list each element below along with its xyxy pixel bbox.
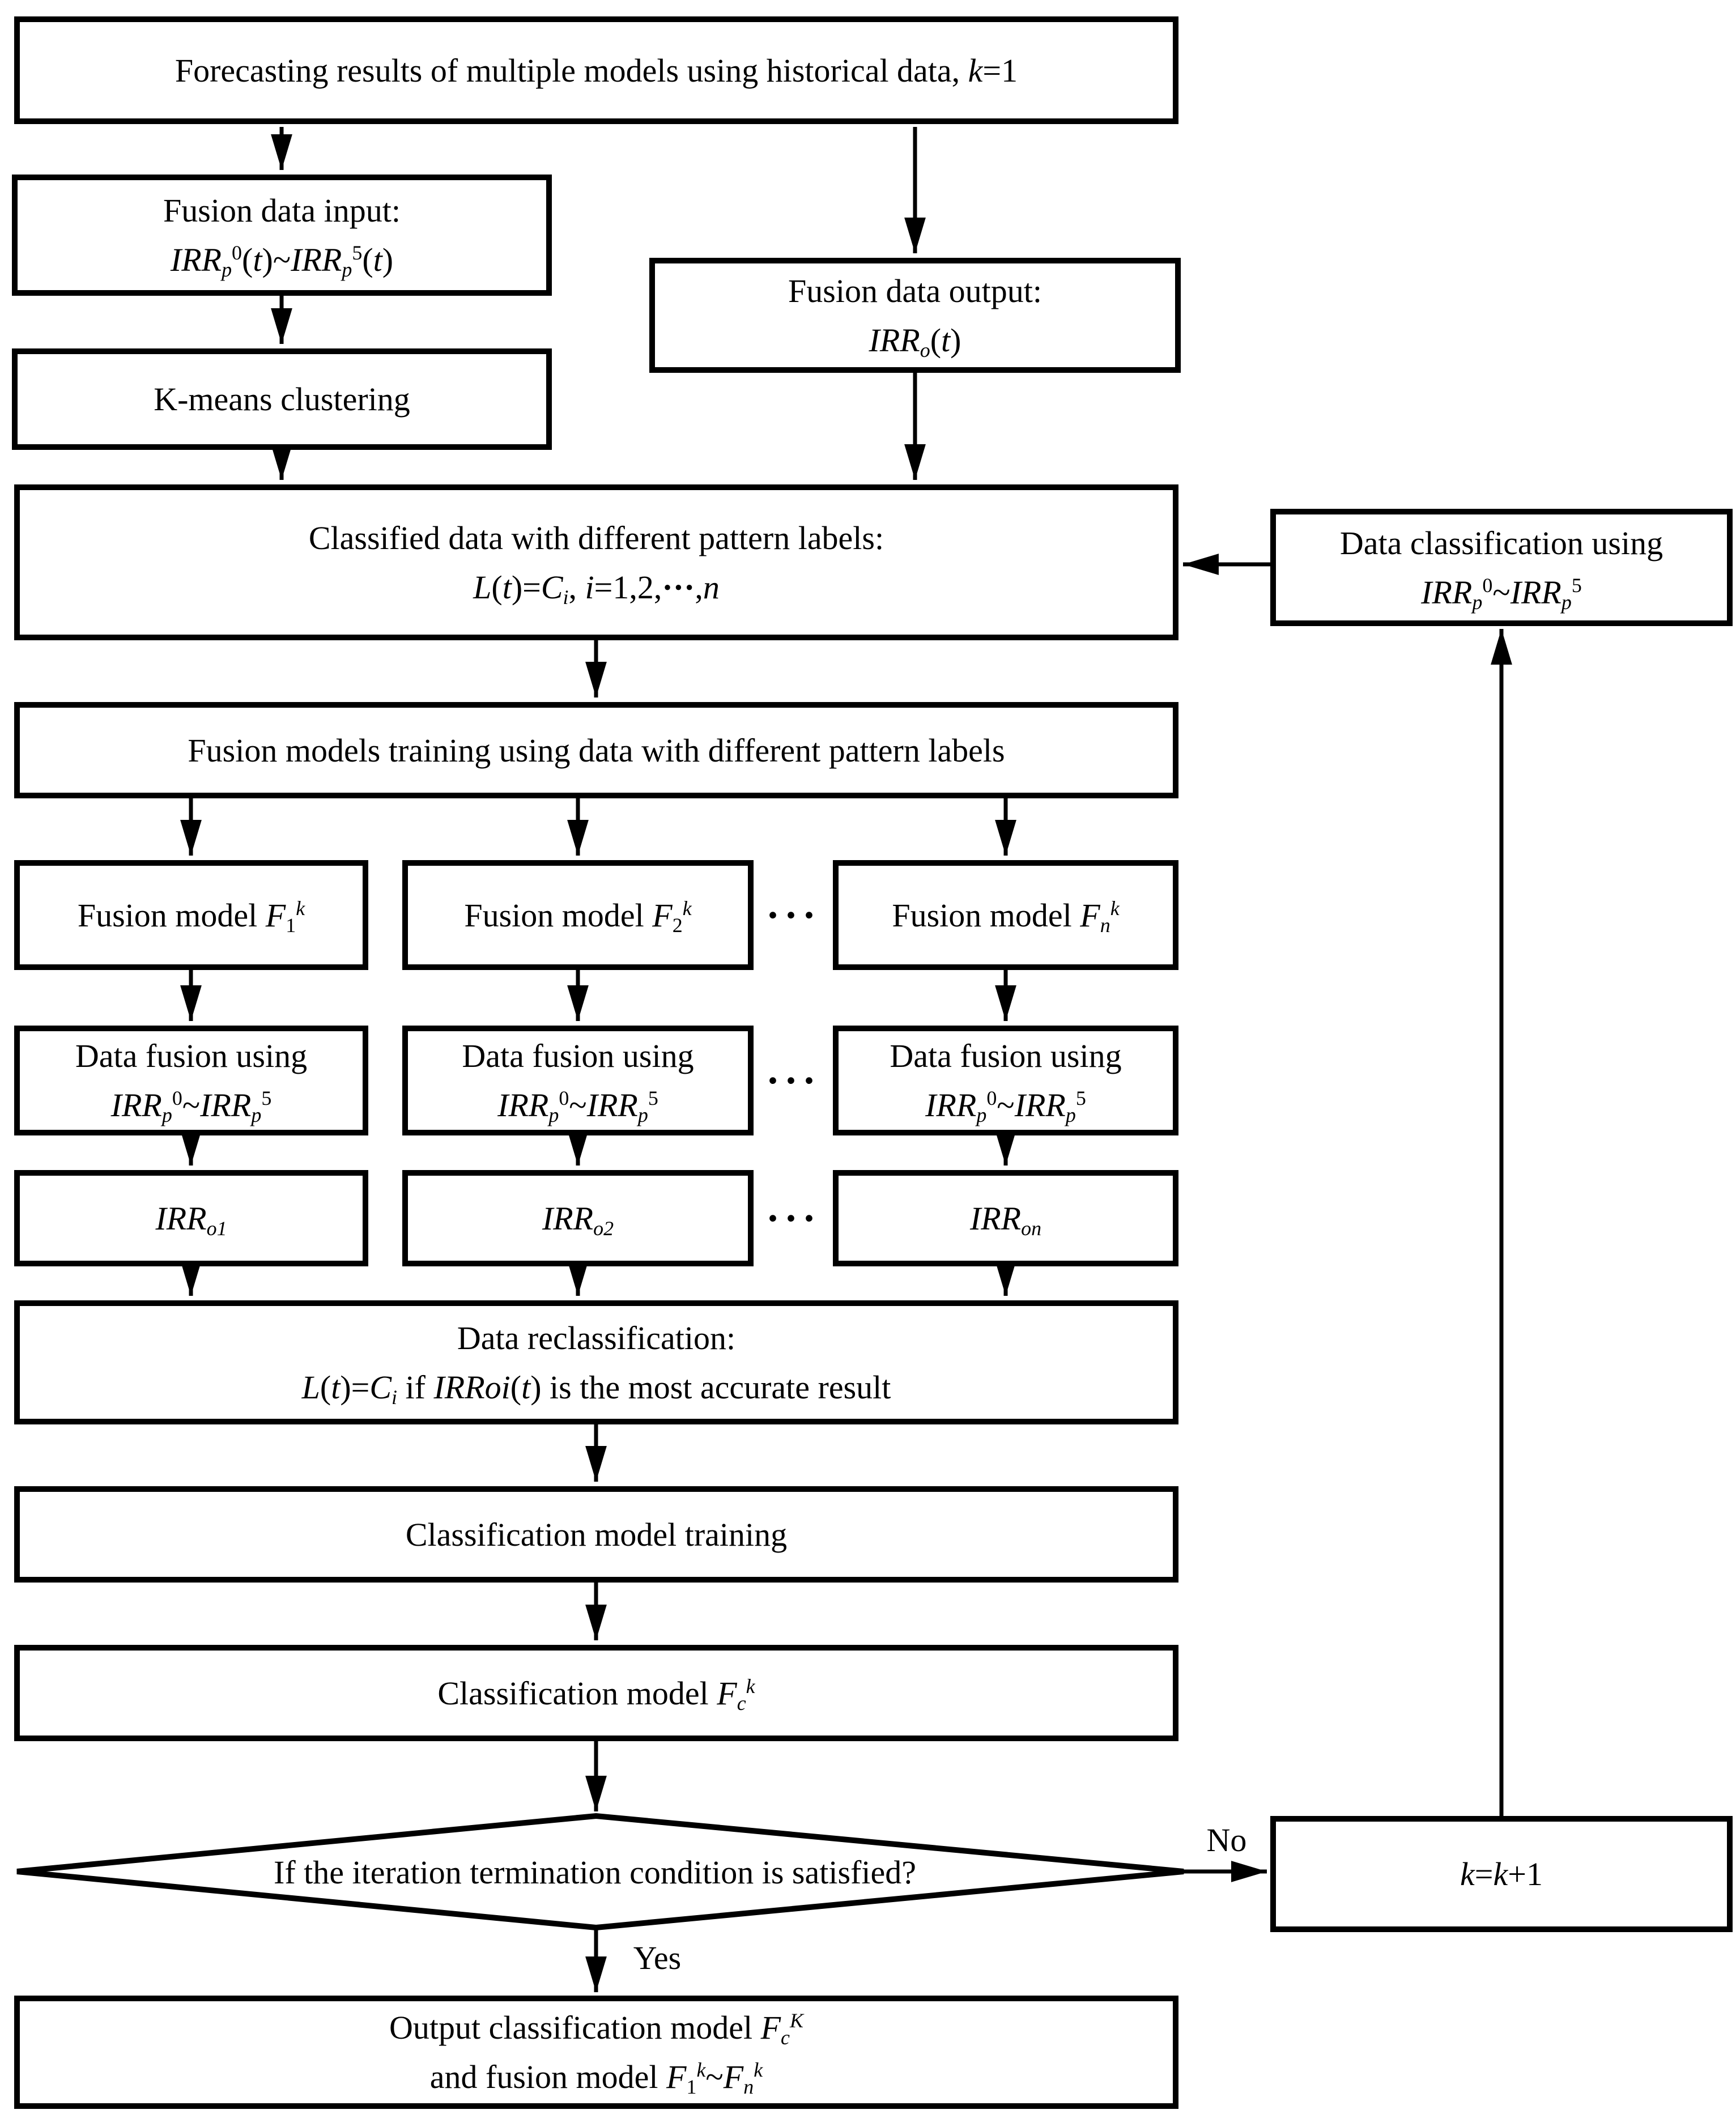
decision-diamond-shape	[16, 1813, 1184, 1931]
node-data-fusion-2-line-2: IRRp0~IRRp5	[497, 1087, 658, 1127]
node-data-reclassification-line-2: L(t)=Ci if IRRoi(t) is the most accurate…	[301, 1368, 891, 1409]
node-irr-on-text: IRRon	[969, 1200, 1042, 1240]
node-irr-on: IRRon	[833, 1170, 1178, 1266]
node-fusion-data-input: Fusion data input: IRRp0(t)~IRRp5(t)	[12, 175, 552, 296]
node-fusion-data-output-line-1: Fusion data output:	[788, 272, 1042, 309]
node-irr-o2: IRRo2	[402, 1170, 754, 1266]
label-no: No	[1206, 1821, 1247, 1858]
node-classification-model-training-text: Classification model training	[405, 1516, 788, 1553]
node-data-fusion-2: Data fusion using IRRp0~IRRp5	[402, 1026, 754, 1135]
node-fusion-data-input-line-2: IRRp0(t)~IRRp5(t)	[170, 241, 394, 282]
node-forecasting: Forecasting results of multiple models u…	[14, 16, 1178, 124]
node-data-fusion-n: Data fusion using IRRp0~IRRp5	[833, 1026, 1178, 1135]
node-classification-model-training: Classification model training	[14, 1486, 1178, 1583]
node-data-fusion-2-line-1: Data fusion using	[462, 1037, 694, 1074]
node-kmeans-clustering: K-means clustering	[12, 348, 552, 450]
node-data-fusion-1: Data fusion using IRRp0~IRRp5	[14, 1026, 368, 1135]
node-fusion-model-1-text: Fusion model F1k	[77, 896, 305, 937]
node-irr-o1-text: IRRo1	[155, 1200, 227, 1240]
node-fusion-model-2: Fusion model F2k	[402, 860, 754, 970]
node-k-increment: k=k+1	[1270, 1816, 1733, 1932]
node-classification-model: Classification model Fck	[14, 1645, 1178, 1741]
node-data-fusion-1-line-1: Data fusion using	[75, 1037, 308, 1074]
node-irr-o2-text: IRRo2	[542, 1200, 614, 1240]
node-output: Output classification model FcK and fusi…	[14, 1996, 1178, 2109]
node-classification-model-text: Classification model Fck	[437, 1674, 755, 1715]
ellipsis-fusion-models: ···	[765, 892, 821, 938]
node-output-line-1: Output classification model FcK	[389, 2009, 803, 2049]
ellipsis-irr-outputs: ···	[765, 1195, 821, 1241]
node-data-classification-line-2: IRRp0~IRRp5	[1421, 573, 1582, 614]
node-data-fusion-n-line-1: Data fusion using	[890, 1037, 1122, 1074]
node-data-reclassification-line-1: Data reclassification:	[457, 1319, 736, 1356]
node-fusion-models-training-text: Fusion models training using data with d…	[188, 731, 1005, 769]
node-fusion-data-input-line-1: Fusion data input:	[163, 192, 401, 229]
node-data-fusion-1-line-2: IRRp0~IRRp5	[110, 1087, 272, 1127]
node-classified-data: Classified data with different pattern l…	[14, 484, 1178, 640]
node-classified-data-line-2: L(t)=Ci, i=1,2,···,n	[473, 568, 720, 609]
node-data-fusion-n-line-2: IRRp0~IRRp5	[925, 1087, 1086, 1127]
node-fusion-data-output-line-2: IRRo(t)	[869, 321, 961, 361]
node-data-classification: Data classification using IRRp0~IRRp5	[1270, 509, 1733, 626]
node-data-classification-line-1: Data classification using	[1339, 524, 1663, 562]
node-data-reclassification: Data reclassification: L(t)=Ci if IRRoi(…	[14, 1300, 1178, 1424]
node-kmeans-clustering-text: K-means clustering	[154, 381, 410, 418]
node-forecasting-text: Forecasting results of multiple models u…	[175, 52, 1018, 89]
node-k-increment-text: k=k+1	[1460, 1856, 1543, 1892]
label-yes: Yes	[633, 1939, 682, 1976]
node-classified-data-line-1: Classified data with different pattern l…	[308, 519, 884, 556]
decision-diamond-label: If the iteration termination condition i…	[79, 1822, 1110, 1924]
ellipsis-data-fusion: ···	[765, 1057, 821, 1103]
node-fusion-models-training: Fusion models training using data with d…	[14, 702, 1178, 798]
node-irr-o1: IRRo1	[14, 1170, 368, 1266]
node-fusion-model-n: Fusion model Fnk	[833, 860, 1178, 970]
decision-diamond-text: If the iteration termination condition i…	[274, 1854, 916, 1891]
node-fusion-data-output: Fusion data output: IRRo(t)	[649, 258, 1181, 373]
node-fusion-model-n-text: Fusion model Fnk	[892, 896, 1120, 937]
node-fusion-model-1: Fusion model F1k	[14, 860, 368, 970]
node-output-line-2: and fusion model F1k~Fnk	[429, 2058, 763, 2099]
node-fusion-model-2-text: Fusion model F2k	[464, 896, 692, 937]
